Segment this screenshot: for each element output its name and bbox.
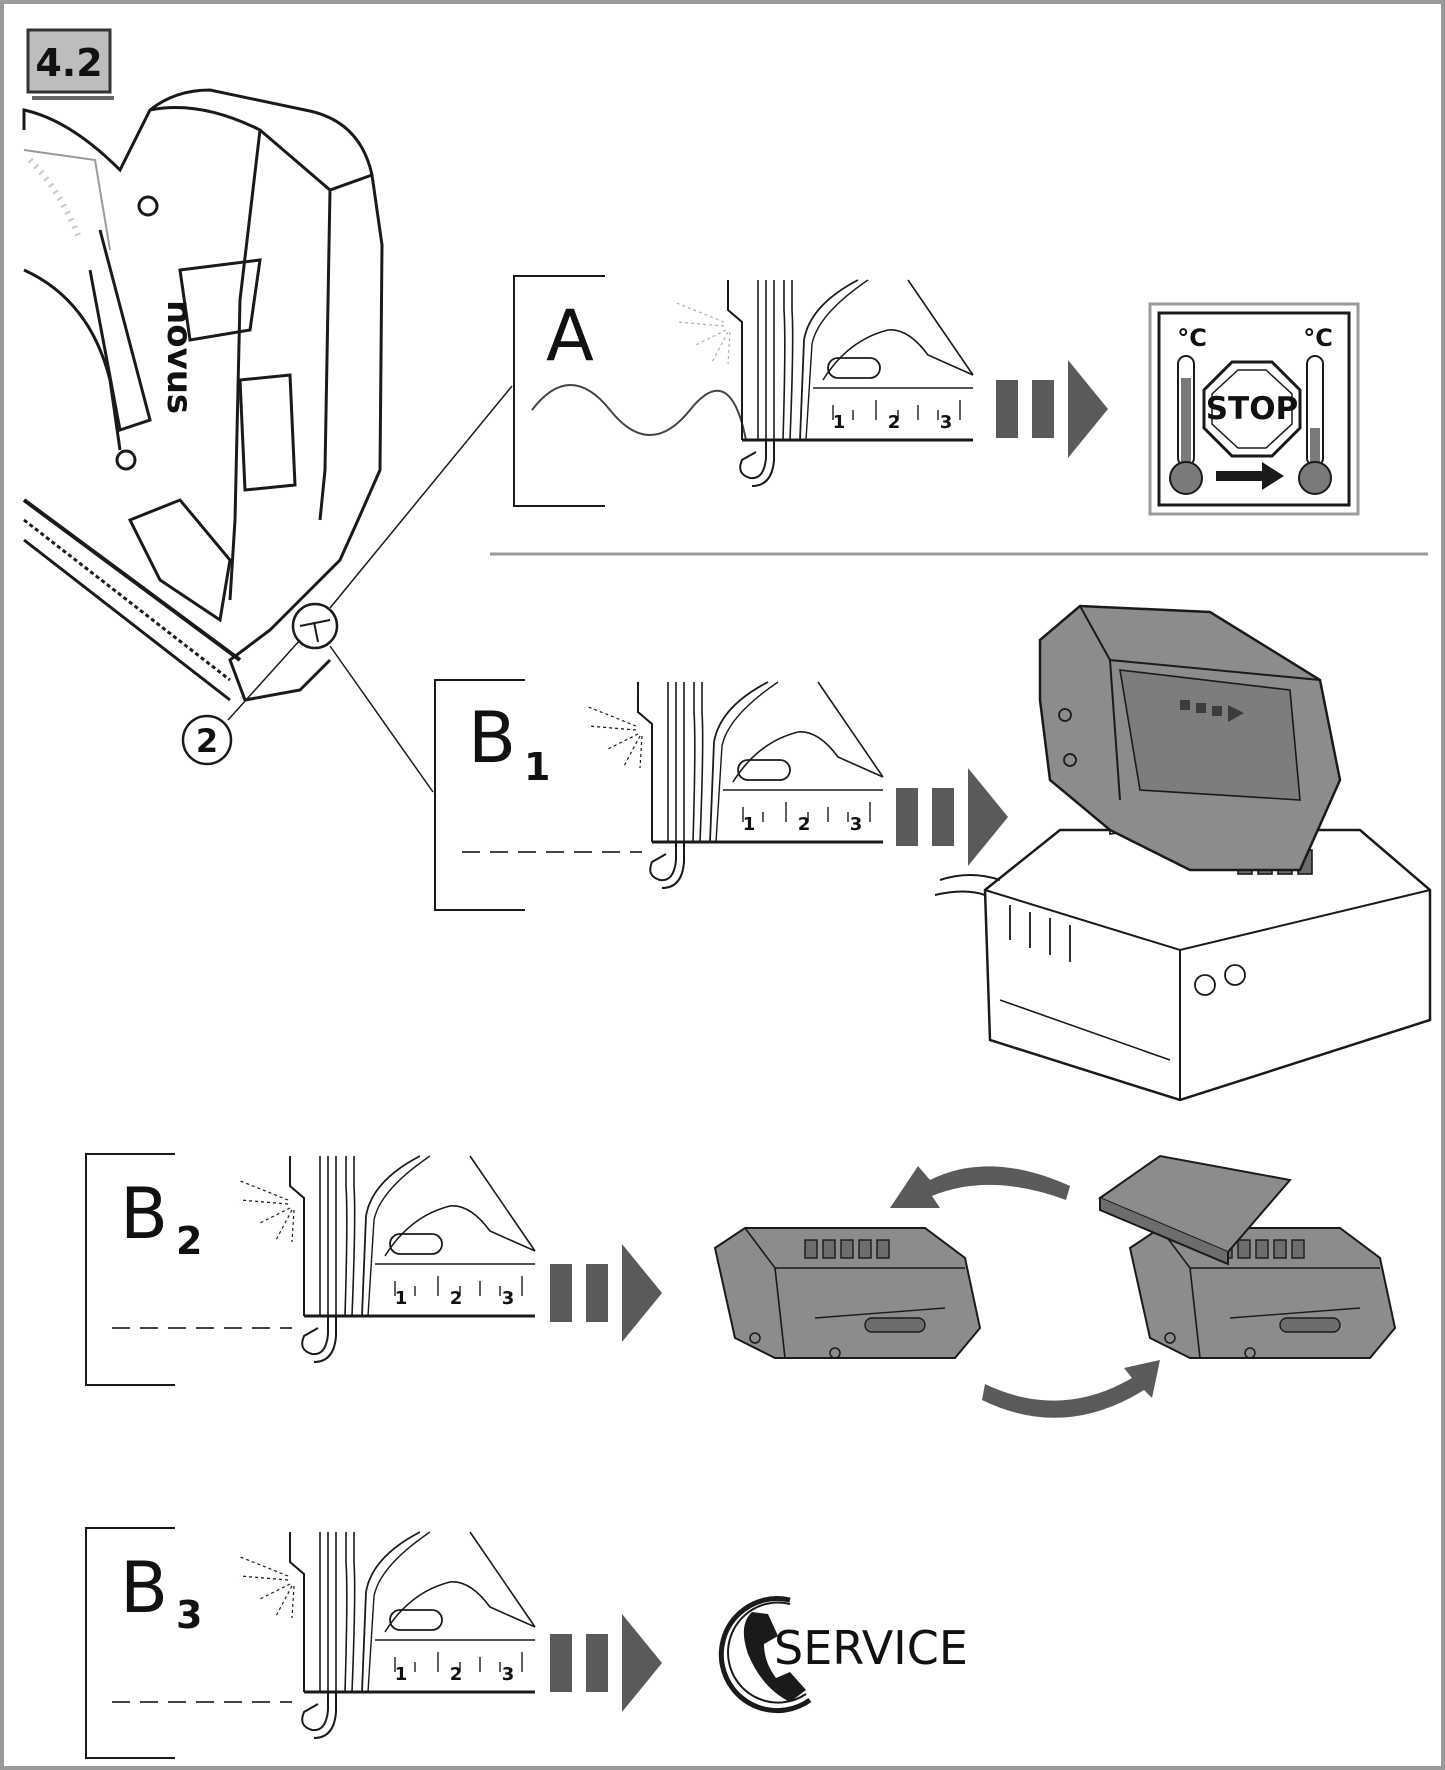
sparks-b3 xyxy=(237,1555,295,1619)
stop-text: STOP xyxy=(1206,391,1299,427)
panel-b2-letter: B xyxy=(120,1173,168,1255)
arrow-b2 xyxy=(550,1242,662,1342)
sparks-a xyxy=(673,301,731,365)
callout-number: 2 xyxy=(196,722,218,760)
panel-b1: B 1 xyxy=(434,604,1432,1102)
panel-b3: B 3 SERVICE xyxy=(85,1527,968,1759)
sparks-b2 xyxy=(237,1179,295,1243)
panel-b2-subscript: 2 xyxy=(176,1219,202,1263)
battery-left xyxy=(714,1227,981,1359)
sparks-b1 xyxy=(585,705,643,769)
panel-a: A °C °C STOP xyxy=(513,275,1360,516)
tick-a-1: 1 xyxy=(833,412,846,433)
overheat-stop-icon: °C °C STOP xyxy=(1148,302,1360,516)
tick-a-3: 3 xyxy=(940,412,953,433)
tick-b1-2: 2 xyxy=(798,814,811,835)
figure-number-box: 4.2 xyxy=(26,28,114,100)
tick-b3-3: 3 xyxy=(502,1664,515,1685)
brand-logo: novus xyxy=(159,300,199,414)
nose-detail-a xyxy=(726,278,975,488)
tick-b1-1: 1 xyxy=(743,814,756,835)
swap-arrows xyxy=(890,1166,1160,1418)
tick-a-2: 2 xyxy=(888,412,901,433)
unit-left: °C xyxy=(1177,324,1207,352)
tick-b2-1: 1 xyxy=(395,1288,408,1309)
panel-b1-letter: B xyxy=(468,697,516,779)
panel-b1-subscript: 1 xyxy=(524,745,550,789)
stop-sign-icon xyxy=(1202,360,1302,458)
tick-b3-2: 2 xyxy=(450,1664,463,1685)
wave-line xyxy=(531,384,747,441)
charger-with-battery xyxy=(934,604,1432,1102)
nose-detail-b3 xyxy=(288,1530,537,1740)
battery-contact-cover xyxy=(1097,1154,1292,1266)
panel-b2: B 2 xyxy=(85,1153,1396,1418)
arrow-a xyxy=(996,358,1108,458)
tick-b2-2: 2 xyxy=(450,1288,463,1309)
callout-2: 2 xyxy=(181,714,233,766)
service-phone-icon xyxy=(718,1596,812,1713)
thermometer-left-icon xyxy=(1169,355,1203,495)
nose-detail-b2 xyxy=(288,1154,537,1364)
arrow-b3 xyxy=(550,1612,662,1712)
stapler-illustration xyxy=(22,88,384,702)
scale-labels: 1 2 3 1 2 3 1 2 3 1 2 3 xyxy=(395,412,953,1685)
detail-magnifier xyxy=(227,385,513,793)
panel-b3-subscript: 3 xyxy=(176,1593,202,1637)
battery-right xyxy=(1129,1227,1396,1359)
panel-a-letter: A xyxy=(546,295,594,377)
tick-b1-3: 3 xyxy=(850,814,863,835)
unit-right: °C xyxy=(1303,324,1333,352)
tick-b3-1: 1 xyxy=(395,1664,408,1685)
right-arrow-icon xyxy=(1216,462,1284,490)
tick-b2-3: 3 xyxy=(502,1288,515,1309)
service-label: SERVICE xyxy=(774,1621,968,1675)
panel-b3-letter: B xyxy=(120,1547,168,1629)
nose-detail-b1 xyxy=(636,680,885,890)
arrow-b1 xyxy=(896,766,1008,866)
figure-number: 4.2 xyxy=(35,41,102,85)
thermometer-right-icon xyxy=(1298,355,1332,495)
